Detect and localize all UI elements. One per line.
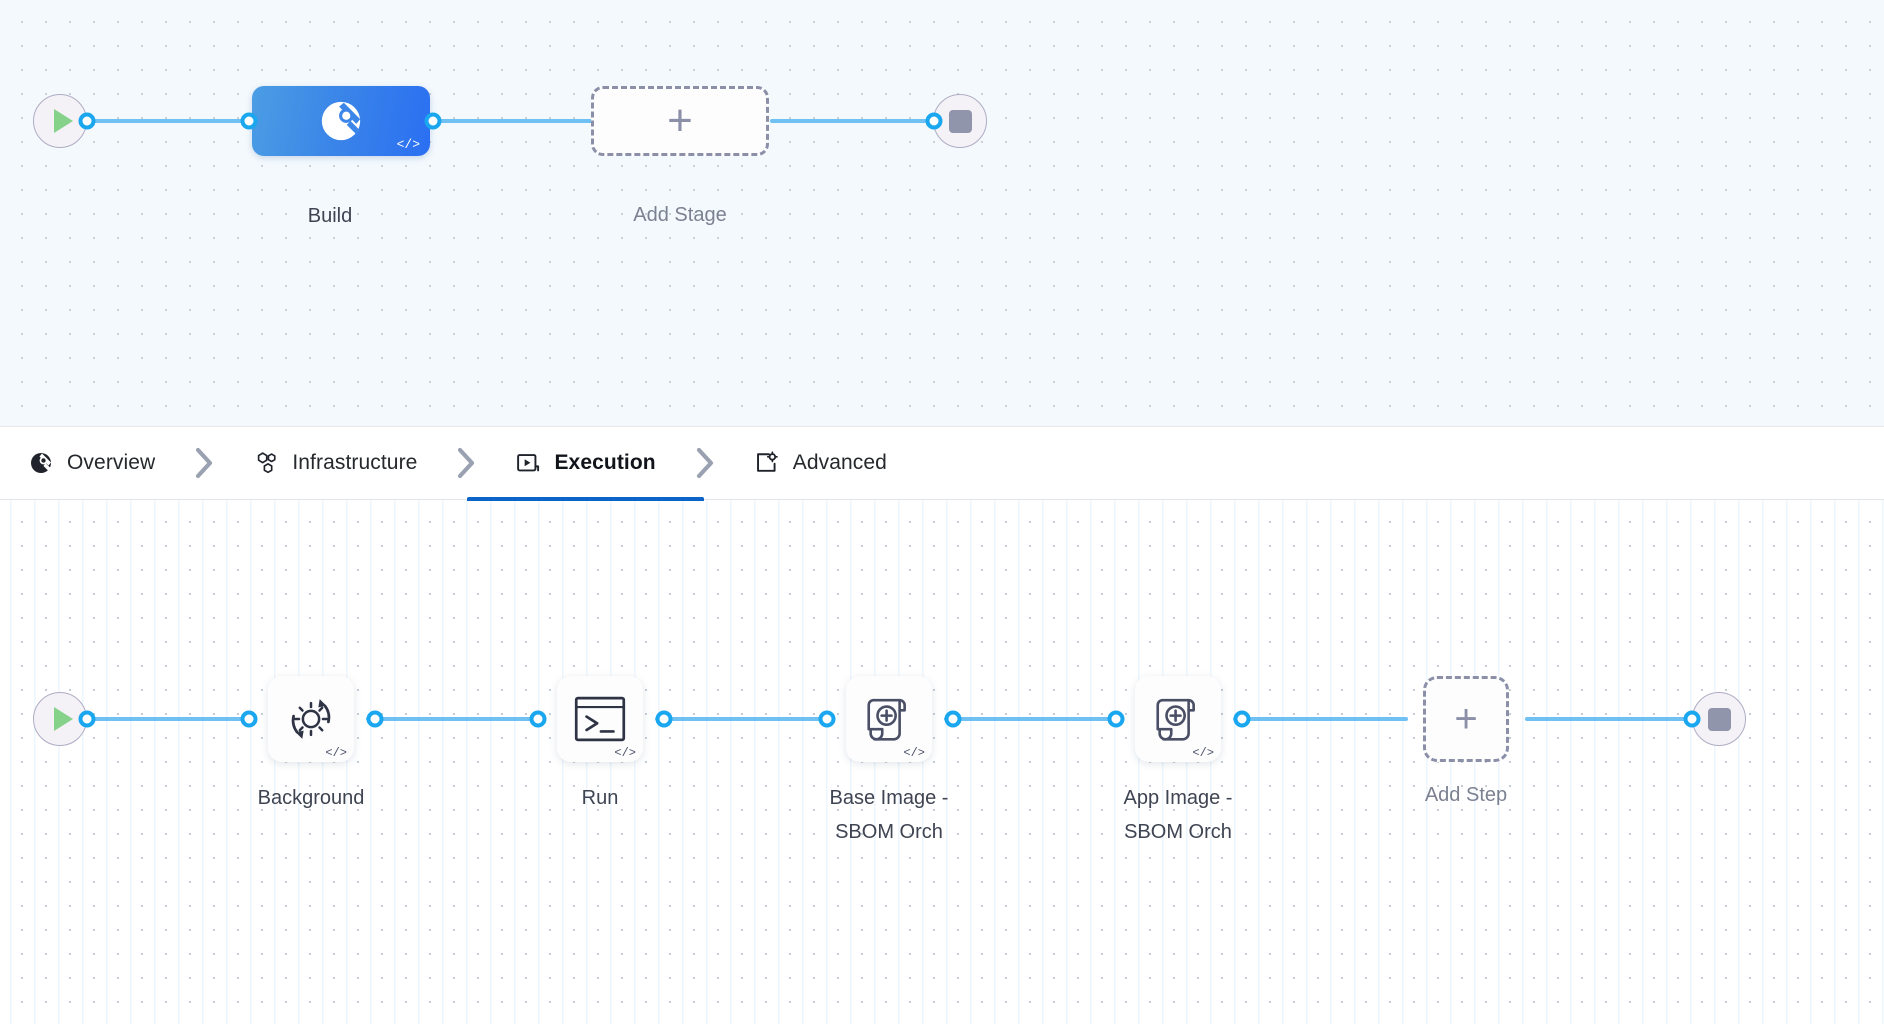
edge-background-to-run <box>366 717 541 721</box>
square-gear-icon <box>754 450 780 476</box>
tab-execution[interactable]: Execution <box>467 426 705 501</box>
tab-label-execution: Execution <box>554 451 656 474</box>
connector-dot-build-in[interactable] <box>240 112 258 130</box>
connector-dot-appimage-out[interactable] <box>1233 710 1251 728</box>
scroll-plus-icon <box>1156 698 1195 741</box>
connector-dot-background-out[interactable] <box>366 710 384 728</box>
step-node-run[interactable]: </> <box>557 676 643 762</box>
execution-step-canvas[interactable]: </> Background </> Run <box>0 500 1884 1024</box>
stop-icon <box>948 109 972 133</box>
connector-dot-build-out[interactable] <box>424 112 442 130</box>
hexagon-cluster-icon <box>253 450 279 476</box>
gear-refresh-icon <box>291 699 331 739</box>
yaml-badge: </> <box>614 746 636 760</box>
tab-overview[interactable]: Overview <box>22 426 161 500</box>
tab-label-infrastructure: Infrastructure <box>292 451 418 474</box>
step-node-background[interactable]: </> <box>268 676 354 762</box>
edge-run-to-baseimage <box>655 717 830 721</box>
add-step-label: Add Step <box>1424 784 1508 806</box>
tab-separator-3 <box>662 426 748 500</box>
edge-appimage-to-addstep <box>1233 717 1408 721</box>
stage-node-build[interactable]: </> <box>252 86 430 156</box>
stage-label-build: Build <box>307 205 353 227</box>
yaml-badge: </> <box>1192 746 1214 760</box>
scroll-plus-icon <box>867 698 906 741</box>
edge-build-to-addstage <box>344 119 599 123</box>
play-icon <box>53 109 73 133</box>
execution-end-node[interactable] <box>1692 692 1746 746</box>
tab-label-advanced: Advanced <box>792 451 887 474</box>
tab-label-overview: Overview <box>67 451 156 474</box>
yaml-badge: </> <box>396 137 420 152</box>
connector-dot-baseimage-in[interactable] <box>818 710 836 728</box>
pipeline-start-node[interactable] <box>33 94 87 148</box>
step-node-base-image-sbom-orch[interactable]: </> <box>846 676 932 762</box>
connector-dot-exec-start-out[interactable] <box>78 710 96 728</box>
step-label-line1: App Image - <box>1123 787 1233 809</box>
tab-separator-1 <box>161 426 247 500</box>
plus-icon: + <box>667 96 693 145</box>
play-icon <box>53 707 73 731</box>
connector-dot-background-in[interactable] <box>240 710 258 728</box>
edge-addstep-to-end <box>1525 717 1690 721</box>
edge-baseimage-to-appimage <box>944 717 1119 721</box>
yaml-badge: </> <box>325 746 347 760</box>
pipeline-stage-canvas[interactable]: </> Build + Add Stage <box>0 0 1884 426</box>
connector-dot-end-in[interactable] <box>925 112 943 130</box>
add-stage-label: Add Stage <box>633 204 727 226</box>
step-label-app-image-sbom-orch: App Image - SBOM Orch <box>1073 781 1283 850</box>
add-step-button[interactable]: + <box>1423 676 1509 762</box>
play-box-icon <box>515 450 541 476</box>
chevron-right-icon <box>696 447 713 479</box>
step-label-line1: Base Image - <box>829 787 949 809</box>
step-label-line2: SBOM Orch <box>835 821 943 844</box>
edge-start-to-background <box>60 717 255 721</box>
connector-dot-run-in[interactable] <box>529 710 547 728</box>
connector-dot-exec-end-in[interactable] <box>1683 710 1701 728</box>
tab-infrastructure[interactable]: Infrastructure <box>247 426 423 500</box>
edge-start-to-build <box>60 119 255 123</box>
tab-separator-2 <box>423 426 509 500</box>
step-label-background: Background <box>257 787 365 809</box>
step-label-run: Run <box>581 787 619 809</box>
plus-icon: + <box>1454 697 1478 741</box>
chevron-right-icon <box>196 447 213 479</box>
step-label-line2: SBOM Orch <box>1124 821 1232 844</box>
edge-addstage-to-end <box>770 119 948 123</box>
add-stage-button[interactable]: + <box>591 86 769 156</box>
step-label-base-image-sbom-orch: Base Image - SBOM Orch <box>784 781 994 850</box>
yaml-badge: </> <box>903 746 925 760</box>
stage-config-tabs: Overview Infrastructure <box>0 426 1884 501</box>
connector-dot-start-out[interactable] <box>78 112 96 130</box>
step-node-app-image-sbom-orch[interactable]: </> <box>1135 676 1221 762</box>
harness-overview-icon <box>28 450 54 476</box>
harness-ci-icon <box>321 101 361 141</box>
chevron-right-icon <box>458 447 475 479</box>
connector-dot-run-out[interactable] <box>655 710 673 728</box>
connector-dot-appimage-in[interactable] <box>1107 710 1125 728</box>
stop-icon <box>1707 707 1731 731</box>
terminal-icon <box>574 696 626 742</box>
tab-advanced[interactable]: Advanced <box>748 426 893 500</box>
connector-dot-baseimage-out[interactable] <box>944 710 962 728</box>
